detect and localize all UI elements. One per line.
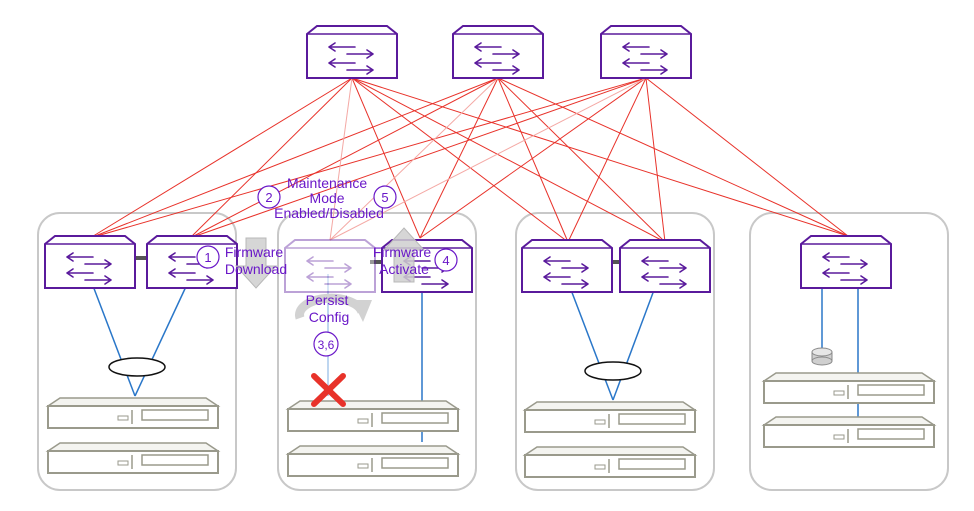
step-badge-2: 2: [257, 185, 281, 209]
server-icon: [763, 372, 935, 404]
label-line: Mode: [310, 190, 345, 206]
label-persist-config: Persist Config: [306, 292, 353, 325]
step-number: 3,6: [318, 338, 335, 352]
lag-ellipse-icon: [584, 361, 642, 381]
step-number: 2: [265, 190, 272, 205]
label-firmware-download: Firmware Download: [225, 244, 287, 277]
leaf-switch-icon: [146, 235, 238, 289]
label-line: Maintenance: [287, 175, 367, 191]
failure-x-icon: [311, 373, 346, 407]
step-badge-5: 5: [373, 185, 397, 209]
pod-1: [37, 212, 237, 491]
persist-config-arrow-icon: [295, 293, 372, 322]
pod-2: [277, 212, 477, 491]
label-line: Firmware: [225, 244, 284, 260]
step-number: 4: [442, 253, 449, 268]
step-badge-3-6: 3,6: [313, 331, 339, 357]
disk-icon: [811, 347, 833, 366]
pod-3: [515, 212, 715, 491]
label-line: Activate: [379, 261, 429, 277]
label-line: Firmware: [373, 244, 432, 260]
step-number: 1: [204, 250, 211, 265]
spine-switch-icon: [452, 25, 544, 79]
uplink-lines-maintenance: [329, 77, 647, 241]
step-badge-4: 4: [434, 248, 458, 272]
uplink-lines: [89, 77, 849, 243]
server-icon: [47, 442, 219, 474]
leaf-switch-icon: [619, 239, 711, 293]
label-maintenance-mode: Maintenance Mode Enabled/Disabled: [274, 175, 384, 221]
label-firmware-activate: Firmware Activate: [373, 244, 435, 277]
label-line: Config: [309, 309, 349, 325]
server-icon: [47, 397, 219, 429]
server-icon: [524, 446, 696, 478]
process-arrow-icon: [234, 227, 426, 289]
server-icon: [524, 401, 696, 433]
leaf-switch-icon: [521, 239, 613, 293]
leaf-switch-icon: [800, 235, 892, 289]
spine-switch-icon: [600, 25, 692, 79]
label-line: Enabled/Disabled: [274, 205, 384, 221]
spine-switch-icon: [306, 25, 398, 79]
lag-ellipse-icon: [108, 357, 166, 377]
step-number: 5: [381, 190, 388, 205]
leaf-switch-icon: [44, 235, 136, 289]
step-badge-1: 1: [196, 245, 220, 269]
server-icon: [763, 416, 935, 448]
pod-4: [749, 212, 949, 491]
label-line: Persist: [306, 292, 349, 308]
server-icon: [287, 445, 459, 477]
label-line: Download: [225, 261, 287, 277]
leaf-switch-icon: [284, 239, 376, 293]
